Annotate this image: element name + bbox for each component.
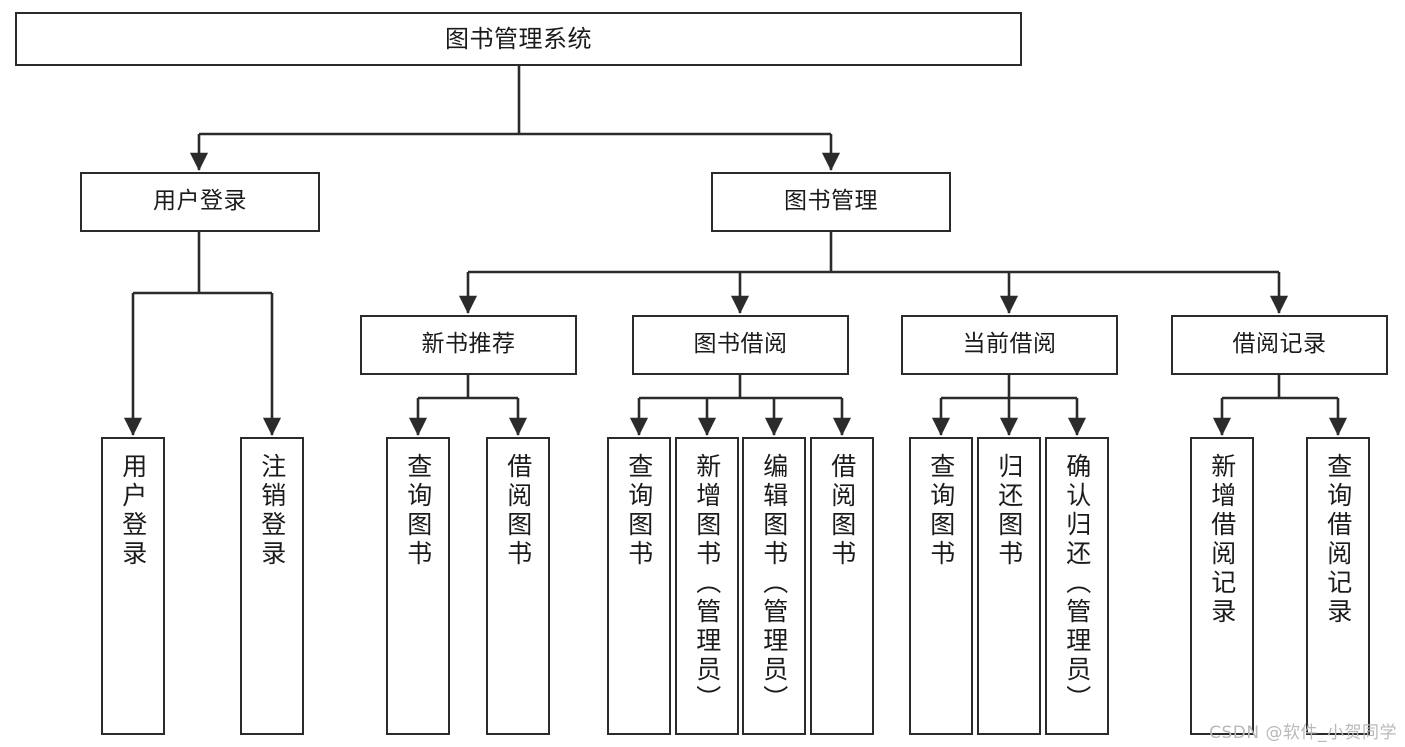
node-borrow-record[interactable]: 借阅记录 [1171,315,1388,375]
node-user-login-label: 用户登录 [153,188,247,215]
node-new-book-rec[interactable]: 新书推荐 [360,315,577,375]
node-leaf-logout[interactable]: 注销登录 [240,437,304,735]
node-book-borrow[interactable]: 图书借阅 [632,315,849,375]
node-leaf-borrow-book-2-label: 借阅图书 [827,453,857,569]
node-leaf-query-book-1-label: 查询图书 [403,453,433,569]
node-leaf-edit-book[interactable]: 编辑图书（管理员） [742,437,806,735]
node-leaf-user-login-label: 用户登录 [118,453,148,569]
node-leaf-query-book-2-label: 查询图书 [624,453,654,569]
node-leaf-confirm-return-label: 确认归还（管理员） [1062,453,1092,714]
node-user-login[interactable]: 用户登录 [80,172,320,232]
node-leaf-return-book-label: 归还图书 [994,453,1024,569]
node-leaf-edit-book-label: 编辑图书（管理员） [759,453,789,714]
csdn-watermark: CSDN @软件_小贺同学 [1209,723,1397,743]
node-book-manage[interactable]: 图书管理 [711,172,951,232]
node-root-label: 图书管理系统 [445,24,592,53]
node-leaf-query-record[interactable]: 查询借阅记录 [1306,437,1370,735]
node-leaf-add-record[interactable]: 新增借阅记录 [1190,437,1254,735]
node-borrow-record-label: 借阅记录 [1232,331,1327,358]
node-leaf-borrow-book-2[interactable]: 借阅图书 [810,437,874,735]
node-leaf-borrow-book-1-label: 借阅图书 [503,453,533,569]
node-leaf-add-book[interactable]: 新增图书（管理员） [675,437,739,735]
node-book-manage-label: 图书管理 [784,188,878,215]
node-leaf-add-book-label: 新增图书（管理员） [692,453,722,714]
node-leaf-confirm-return[interactable]: 确认归还（管理员） [1045,437,1109,735]
node-leaf-query-book-2[interactable]: 查询图书 [607,437,671,735]
node-leaf-user-login[interactable]: 用户登录 [101,437,165,735]
node-current-borrow-label: 当前借阅 [962,331,1057,358]
node-leaf-logout-label: 注销登录 [257,453,287,569]
node-leaf-borrow-book-1[interactable]: 借阅图书 [486,437,550,735]
node-leaf-query-record-label: 查询借阅记录 [1323,453,1353,627]
node-current-borrow[interactable]: 当前借阅 [901,315,1118,375]
node-book-borrow-label: 图书借阅 [693,331,788,358]
node-leaf-query-book-1[interactable]: 查询图书 [386,437,450,735]
node-root[interactable]: 图书管理系统 [15,12,1022,66]
node-leaf-return-book[interactable]: 归还图书 [977,437,1041,735]
node-leaf-add-record-label: 新增借阅记录 [1207,453,1237,627]
node-new-book-rec-label: 新书推荐 [421,331,516,358]
node-leaf-query-book-3[interactable]: 查询图书 [909,437,973,735]
node-leaf-query-book-3-label: 查询图书 [926,453,956,569]
